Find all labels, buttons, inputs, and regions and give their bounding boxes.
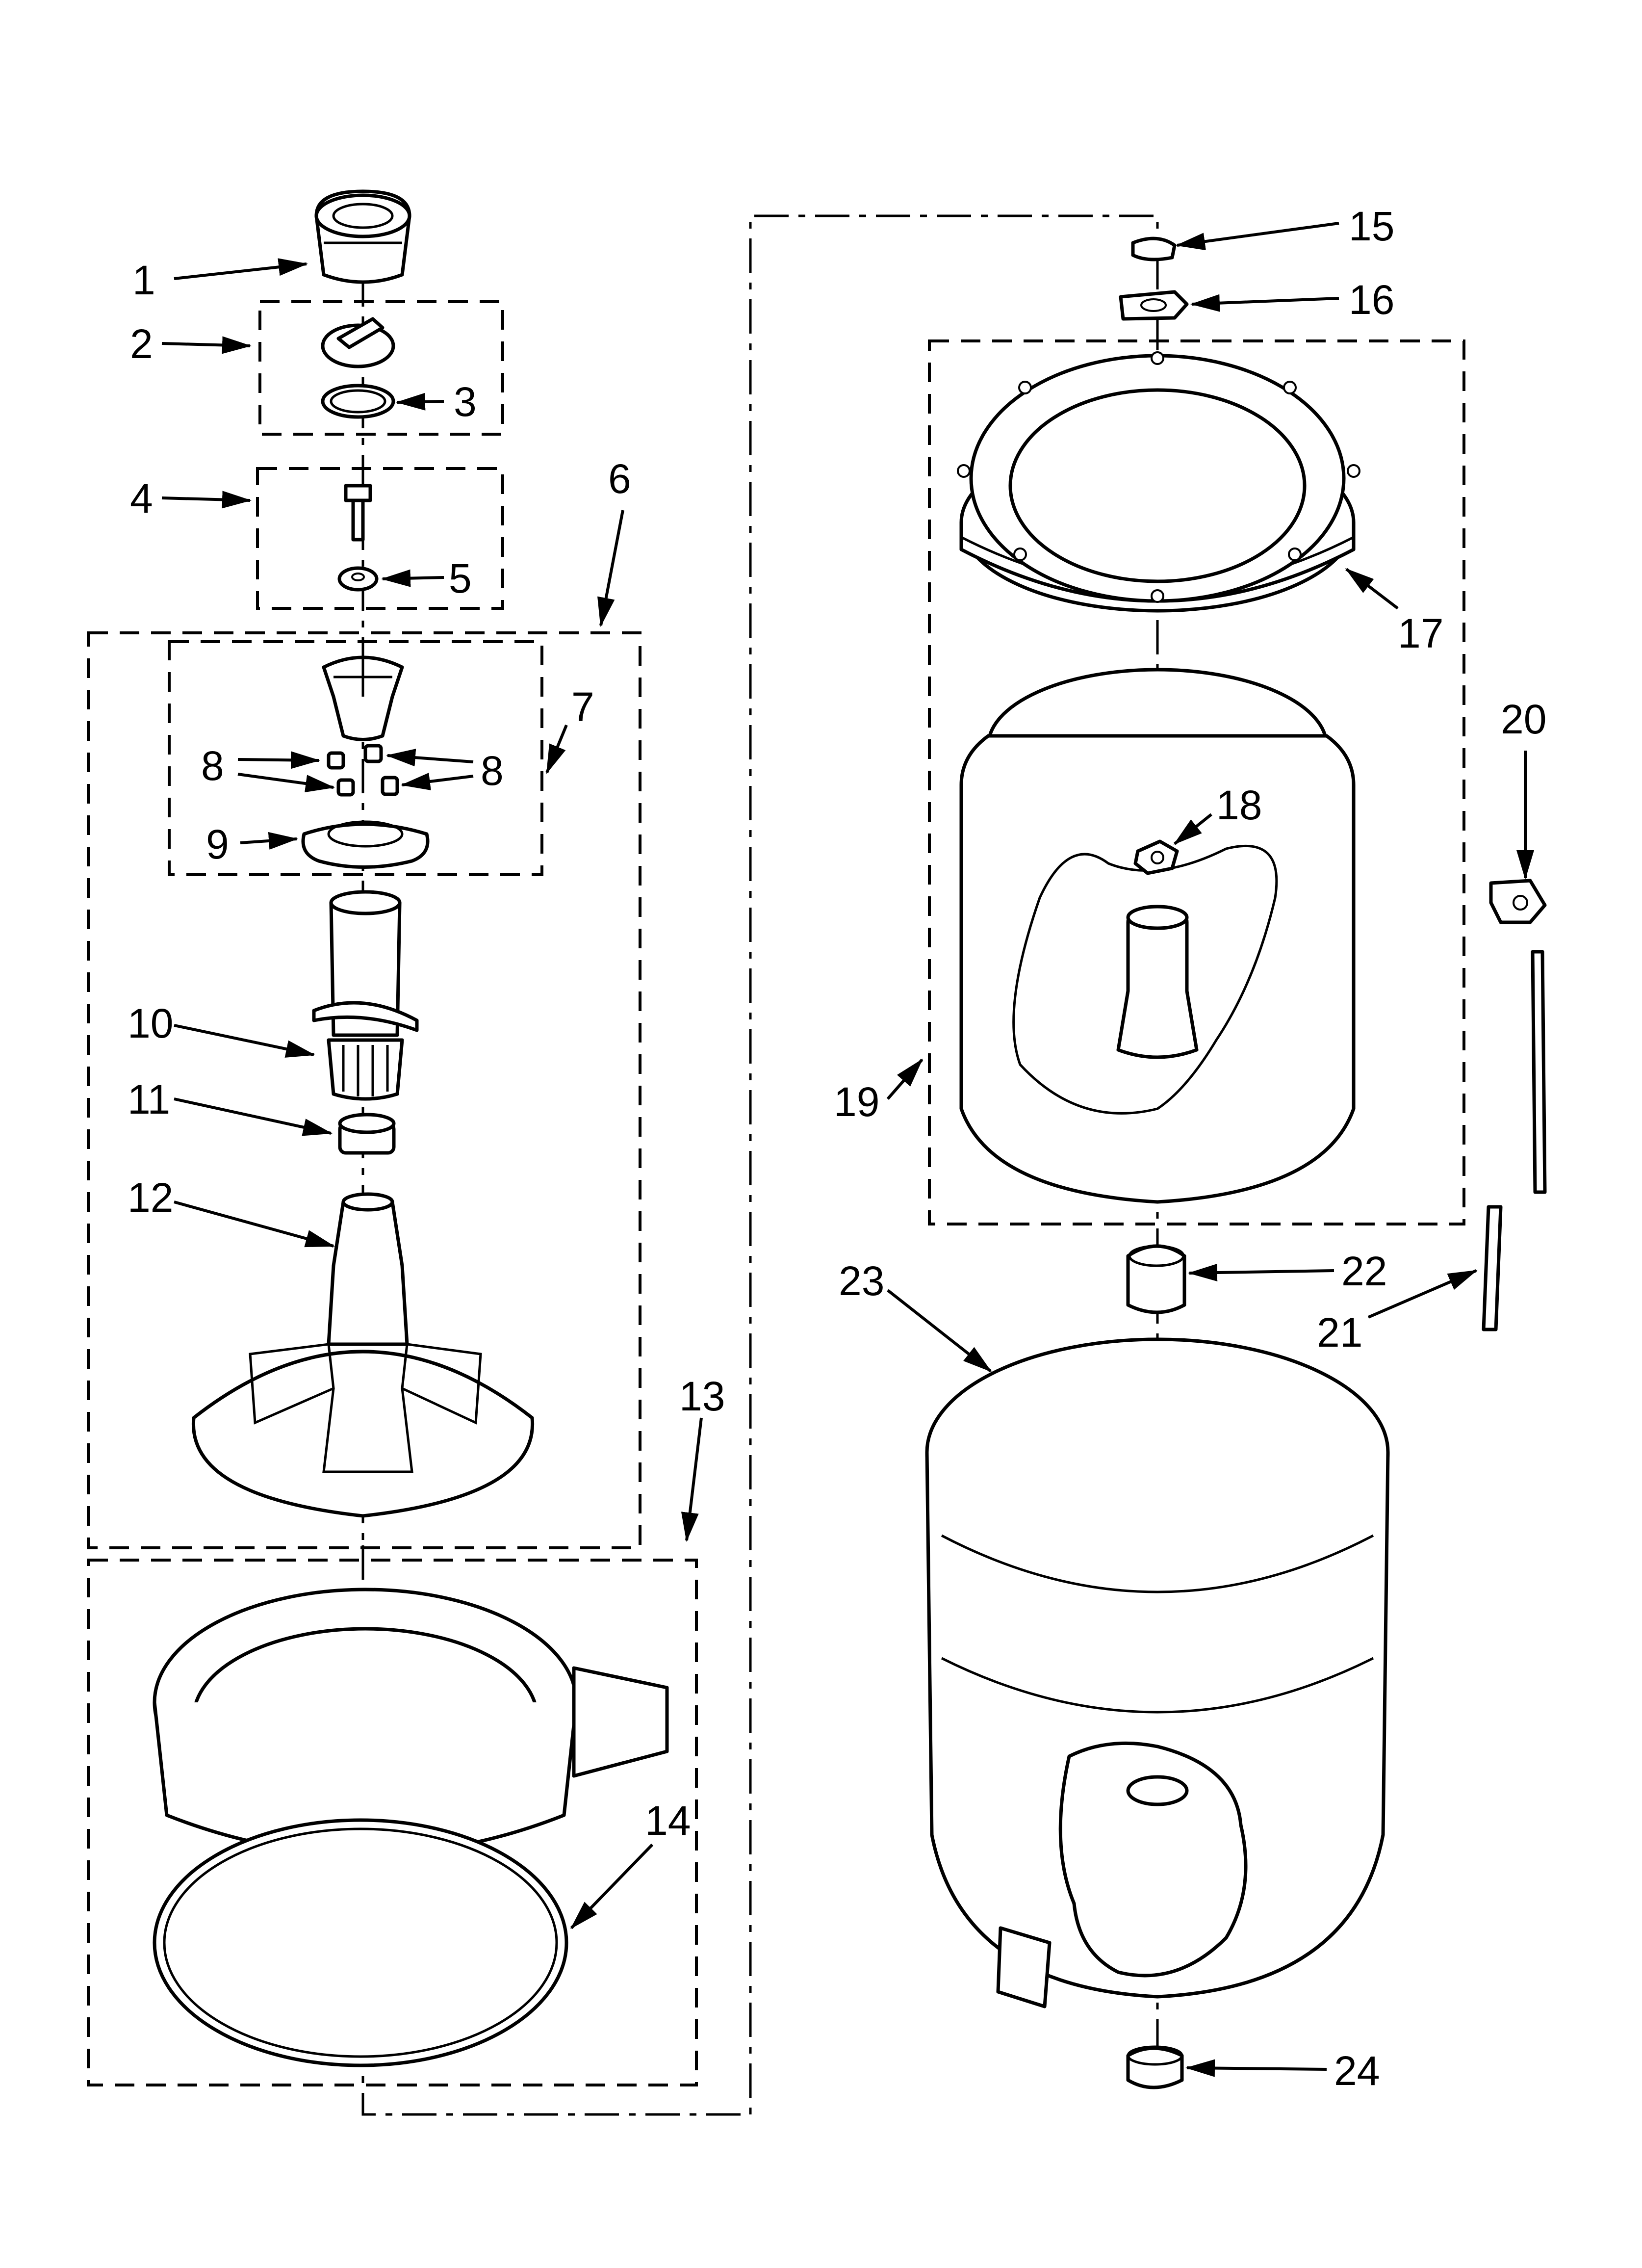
part-17-balance-ring [957,351,1360,613]
group-box-7 [168,640,543,876]
part-20-clamp [1489,879,1547,924]
callout-13: 13 [679,1373,725,1419]
callout-15: 15 [1349,203,1394,249]
callout-2: 2 [130,321,153,367]
leader-lines [161,222,1534,2077]
callout-19: 19 [834,1079,879,1125]
part-23-outer-tub [925,1337,1390,2008]
callout-21: 21 [1317,1309,1362,1356]
callout-9: 9 [206,821,229,867]
group-box-17-19 [928,339,1465,1225]
callout-1: 1 [132,257,155,303]
part-8-dogs [327,744,399,797]
part-1-cap [314,189,411,284]
part-11-bearing [338,1113,396,1155]
part-5-washer [337,566,379,592]
callout-8a: 8 [201,743,224,789]
part-15-clip [1131,236,1177,261]
part-13-tub-ring [153,1588,669,1856]
callout-11: 11 [128,1076,170,1122]
callout-7: 7 [571,684,594,730]
part-4-bolt [344,484,372,542]
callout-4: 4 [130,475,153,521]
callout-18: 18 [1216,782,1262,828]
part-2-cam [321,317,395,368]
part-24-plug [1126,2045,1184,2089]
part-19-basket [959,668,1356,1204]
callout-12: 12 [128,1174,173,1221]
callout-22: 22 [1341,1248,1387,1294]
callout-24: 24 [1334,2048,1380,2094]
part-9-cam-ring [301,820,430,869]
part-10-auger [312,890,419,1101]
callout-16: 16 [1349,277,1394,323]
part-3-seal-ring [321,384,395,419]
part-21-hose [1482,950,1547,1331]
part-7-cog [322,655,404,741]
callout-23: 23 [839,1258,884,1304]
callout-5: 5 [449,555,472,601]
callout-10: 10 [128,1000,173,1046]
part-16-nut [1119,290,1189,321]
callout-14: 14 [645,1798,691,1844]
callout-6: 6 [608,456,631,502]
callout-17: 17 [1398,610,1443,656]
part-12-agitator-base [191,1192,535,1518]
part-18-nut [1133,839,1179,875]
callout-20: 20 [1501,696,1546,742]
callout-3: 3 [454,379,477,425]
callout-8b: 8 [481,748,504,794]
callout-labels: 1 2 3 4 5 6 7 8 8 9 10 11 12 13 14 15 16… [128,203,1546,2094]
part-14-gasket [153,1818,568,2067]
group-box-4 [256,467,504,610]
part-22-coupling [1126,1244,1186,1314]
